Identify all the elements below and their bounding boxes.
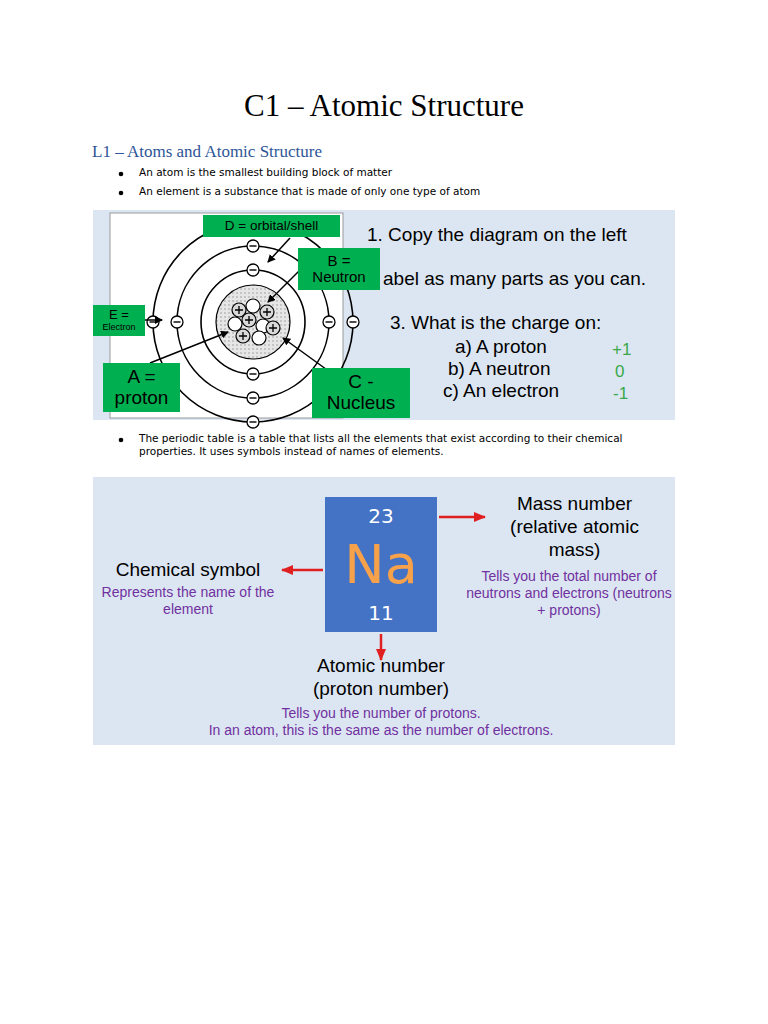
- callout-heading: Mass number (relative atomic mass): [487, 493, 662, 561]
- element-tile: 23Na 11: [325, 497, 437, 632]
- question: b) A neutron: [448, 358, 608, 381]
- question: a) A proton: [455, 336, 605, 359]
- answer: +1: [612, 340, 652, 360]
- section-heading: L1 – Atoms and Atomic Structure: [92, 142, 592, 162]
- part-label: E =: [97, 308, 141, 322]
- page-title: C1 – Atomic Structure: [0, 88, 768, 124]
- label-box: B = Neutron: [298, 248, 380, 290]
- label-box: C - Nucleus: [312, 368, 410, 418]
- label-box: D = orbital/shell: [203, 215, 340, 237]
- part-label: C - Nucleus: [316, 372, 406, 414]
- callout-note: Represents the name of the element: [100, 584, 276, 618]
- question: c) An electron: [443, 380, 608, 403]
- pointer-arrows: [282, 517, 485, 660]
- part-label: D = orbital/shell: [207, 219, 336, 234]
- tile-text: Na: [329, 535, 433, 594]
- label-box: A = proton: [103, 363, 180, 412]
- label-box: E =Electron: [93, 305, 145, 336]
- instruction: abel as many parts as you can.: [383, 268, 673, 291]
- bullet-text: An element is a substance that is made o…: [139, 185, 679, 198]
- instruction: 3. What is the charge on:: [390, 312, 670, 335]
- callout-heading: Chemical symbol: [100, 559, 276, 582]
- bullet-text: An atom is the smallest building block o…: [139, 166, 679, 179]
- bullet-text: The periodic table is a table that lists…: [139, 432, 679, 457]
- tile-text: 11: [329, 602, 433, 624]
- tile-text: 23: [329, 505, 433, 527]
- callout-note: In an atom, this is the same as the numb…: [160, 722, 602, 739]
- answer: -1: [613, 384, 653, 404]
- callout-note: Tells you the number of protons.: [160, 705, 602, 722]
- callout-note: Tells you the total number of neutrons a…: [463, 568, 675, 618]
- part-label: Electron: [97, 323, 141, 333]
- answer: 0: [615, 362, 655, 382]
- instruction: 1. Copy the diagram on the left: [367, 224, 672, 247]
- panel: [93, 210, 675, 420]
- callout-heading: Atomic number (proton number): [291, 655, 471, 701]
- part-label: B = Neutron: [302, 253, 376, 286]
- panel: [93, 477, 675, 745]
- part-label: A = proton: [107, 367, 176, 409]
